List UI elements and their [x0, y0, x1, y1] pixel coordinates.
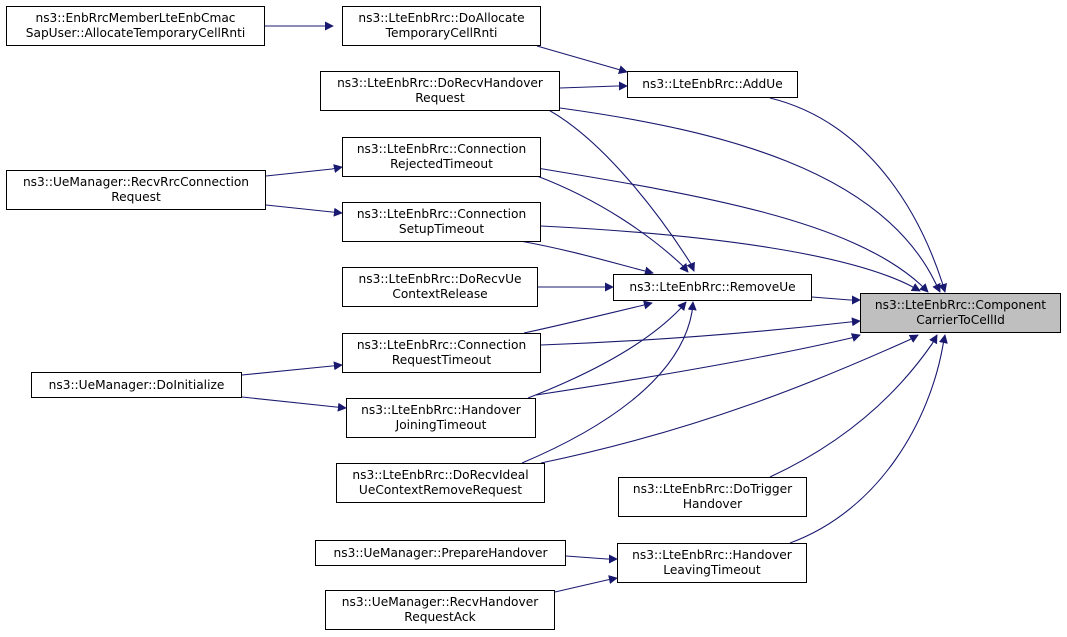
node-label-line: RequestTimeout — [391, 353, 492, 367]
node-label-line: ns3::LteEnbRrc::DoTrigger — [632, 482, 793, 496]
edge-ideal-remove-to-target — [540, 334, 919, 464]
edge-handover-request-to-remove-ue — [540, 105, 695, 272]
edge-rejected-to-remove-ue — [536, 175, 689, 273]
node-uemanager-recv-rrc-connection-request[interactable]: ns3::UeManager::RecvRrcConnection Reques… — [6, 170, 266, 210]
node-do-recv-handover-request[interactable]: ns3::LteEnbRrc::DoRecvHandover Request — [320, 71, 560, 111]
node-uemanager-do-initialize[interactable]: ns3::UeManager::DoInitialize — [31, 372, 242, 398]
node-label-line: RequestAck — [404, 610, 476, 624]
edge-group — [241, 21, 948, 593]
node-do-recv-ue-context-release[interactable]: ns3::LteEnbRrc::DoRecvUe ContextRelease — [342, 267, 538, 307]
edge-prepare-to-leaving — [565, 554, 618, 564]
edge-joining-to-target — [535, 333, 861, 396]
node-handover-leaving-timeout[interactable]: ns3::LteEnbRrc::Handover LeavingTimeout — [617, 543, 807, 583]
edge-handover-request-to-target — [559, 107, 941, 293]
node-label-line: ns3::UeManager::RecvHandover — [341, 595, 539, 609]
edge-handover-request-to-add-ue — [559, 81, 628, 91]
node-label-line: ns3::UeManager::DoInitialize — [48, 377, 225, 392]
edge-setup-to-target — [540, 225, 921, 292]
edge-joining-to-remove-ue — [527, 301, 687, 399]
node-label-line: ns3::UeManager::PrepareHandover — [333, 545, 548, 560]
node-member-allocate-temporary-cell-rnti[interactable]: ns3::EnbRrcMemberLteEnbCmac SapUser::All… — [6, 6, 265, 46]
edge-request-timeout-to-target — [540, 317, 861, 346]
edge-setup-to-remove-ue — [519, 240, 654, 276]
edge-initialize-to-joining — [241, 396, 347, 412]
node-uemanager-prepare-handover[interactable]: ns3::UeManager::PrepareHandover — [315, 540, 566, 566]
node-do-trigger-handover[interactable]: ns3::LteEnbRrc::DoTrigger Handover — [618, 477, 807, 517]
node-label-line: SetupTimeout — [398, 222, 485, 236]
edge-trigger-to-target — [769, 334, 938, 478]
edge-ack-to-leaving — [554, 575, 618, 593]
node-label-line: UeContextRemoveRequest — [358, 483, 523, 497]
edge-request-timeout-to-remove-ue — [523, 300, 653, 334]
node-do-recv-ideal-ue-context-remove-request[interactable]: ns3::LteEnbRrc::DoRecvIdeal UeContextRem… — [336, 463, 545, 503]
node-label-line: RejectedTimeout — [390, 157, 493, 171]
node-label-line: SapUser::AllocateTemporaryCellRnti — [25, 26, 246, 40]
node-component-carrier-to-cell-id[interactable]: ns3::LteEnbRrc::Component CarrierToCellI… — [860, 293, 1061, 333]
node-add-ue[interactable]: ns3::LteEnbRrc::AddUe — [627, 71, 798, 98]
node-label-line: ns3::LteEnbRrc::DoRecvUe — [358, 272, 522, 286]
edge-add-ue-to-target — [769, 97, 947, 293]
node-label-line: ns3::LteEnbRrc::Connection — [356, 142, 527, 156]
node-label-line: ns3::LteEnbRrc::AddUe — [642, 77, 783, 91]
edge-recv-rrc-to-setup — [265, 204, 343, 217]
node-label-line: ns3::UeManager::RecvRrcConnection — [22, 175, 250, 189]
node-label-line: ns3::LteEnbRrc::Handover — [632, 548, 792, 562]
node-remove-ue[interactable]: ns3::LteEnbRrc::RemoveUe — [613, 274, 812, 301]
edge-rejected-to-target — [536, 167, 929, 293]
node-label-line: TemporaryCellRnti — [385, 26, 498, 40]
node-label-line: Handover — [682, 497, 743, 511]
node-label-line: ContextRelease — [392, 287, 488, 301]
node-connection-rejected-timeout[interactable]: ns3::LteEnbRrc::Connection RejectedTimeo… — [342, 137, 541, 177]
node-handover-joining-timeout[interactable]: ns3::LteEnbRrc::Handover JoiningTimeout — [346, 398, 536, 438]
node-label-line: Request — [415, 91, 465, 105]
node-label-line: ns3::LteEnbRrc::Handover — [361, 403, 521, 417]
node-label-line: JoiningTimeout — [395, 418, 487, 432]
node-label-line: Request — [111, 190, 161, 204]
node-do-allocate-temporary-cell-rnti[interactable]: ns3::LteEnbRrc::DoAllocate TemporaryCell… — [342, 6, 541, 46]
node-uemanager-recv-handover-request-ack[interactable]: ns3::UeManager::RecvHandover RequestAck — [325, 590, 555, 630]
node-label-line: ns3::LteEnbRrc::Component — [874, 298, 1047, 312]
node-label-line: ns3::LteEnbRrc::DoAllocate — [358, 11, 525, 25]
node-label-line: CarrierToCellId — [916, 313, 1005, 327]
edge-recv-rrc-to-rejected — [265, 164, 343, 177]
edge-do-allocate-to-add-ue — [536, 45, 628, 74]
edge-leaving-to-target — [789, 334, 948, 544]
node-connection-request-timeout[interactable]: ns3::LteEnbRrc::Connection RequestTimeou… — [342, 333, 541, 373]
edge-initialize-to-request-timeout — [241, 361, 343, 376]
node-connection-setup-timeout[interactable]: ns3::LteEnbRrc::Connection SetupTimeout — [342, 202, 541, 242]
node-label-line: ns3::LteEnbRrc::RemoveUe — [629, 280, 796, 294]
node-label-line: LeavingTimeout — [663, 563, 761, 577]
node-label-line: ns3::EnbRrcMemberLteEnbCmac — [35, 11, 236, 25]
node-label-line: ns3::LteEnbRrc::Connection — [356, 338, 527, 352]
edge-ideal-remove-to-remove-ue — [521, 301, 697, 464]
edge-remove-ue-to-target — [811, 295, 861, 305]
node-label-line: ns3::LteEnbRrc::DoRecvHandover — [337, 76, 543, 90]
node-label-line: ns3::LteEnbRrc::DoRecvIdeal — [352, 468, 529, 482]
node-label-line: ns3::LteEnbRrc::Connection — [356, 207, 527, 221]
